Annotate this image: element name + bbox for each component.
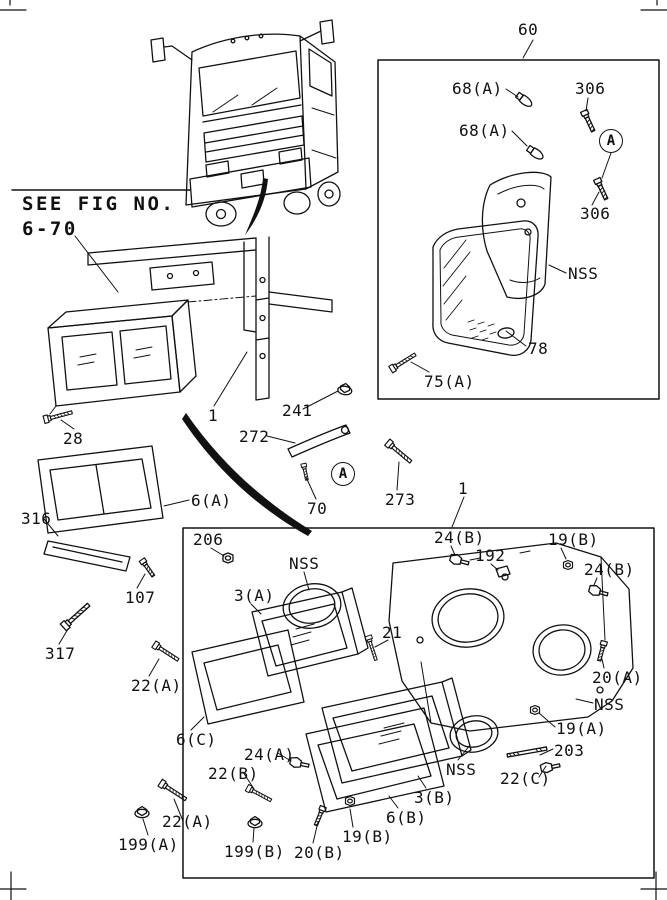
part-label: 1	[208, 406, 219, 425]
see-fig-line1: SEE FIG NO.	[22, 193, 176, 215]
part-label: NSS	[289, 554, 320, 573]
part-label: 1	[458, 479, 469, 498]
part-label: 19(B)	[342, 827, 393, 846]
part-label: 206	[193, 530, 224, 549]
part-label: 192	[475, 546, 506, 565]
part-label: 317	[45, 644, 76, 663]
part-label: 24(B)	[434, 528, 485, 547]
part-label: 306	[580, 204, 611, 223]
part-label: 78	[528, 339, 549, 358]
part-label: 272	[239, 427, 270, 446]
see-fig-line2: 6-70	[22, 217, 78, 240]
part-label: 70	[307, 499, 328, 518]
callout-a-badge: A	[599, 129, 623, 153]
part-label: 19(B)	[548, 530, 599, 549]
part-label: 203	[554, 741, 585, 760]
part-label: NSS	[568, 264, 599, 283]
part-label: 60	[518, 20, 539, 39]
callout-a-badge: A	[331, 462, 355, 486]
part-label: 6(C)	[176, 730, 217, 749]
part-label: 22(A)	[162, 812, 213, 831]
part-label: 75(A)	[424, 372, 475, 391]
part-label: 6(B)	[386, 808, 427, 827]
see-fig-note: SEE FIG NO. 6-70	[22, 192, 175, 241]
part-label: 6(A)	[191, 491, 232, 510]
part-label: 24(B)	[584, 560, 635, 579]
corner-lamp-inset	[377, 59, 660, 400]
pointer-swooshes	[182, 178, 312, 536]
part-label: NSS	[594, 695, 625, 714]
part-label: 68(A)	[452, 79, 503, 98]
part-label: 107	[125, 588, 156, 607]
frame-illustration	[11, 189, 414, 632]
part-label: 3(A)	[234, 586, 275, 605]
part-label: 20(A)	[592, 668, 643, 687]
part-label: 28	[63, 429, 84, 448]
part-label: 24(A)	[244, 745, 295, 764]
part-label: 273	[385, 490, 416, 509]
part-label: 22(C)	[500, 769, 551, 788]
part-label: 199(A)	[118, 835, 179, 854]
part-label: 22(B)	[208, 764, 259, 783]
part-label: 199(B)	[224, 842, 285, 861]
headlamp-assembly-box	[134, 527, 655, 879]
part-label: 306	[575, 79, 606, 98]
part-label: 68(A)	[459, 121, 510, 140]
part-label: 21	[382, 623, 403, 642]
part-label: 316	[21, 509, 52, 528]
part-label: 20(B)	[294, 843, 345, 862]
truck-illustration	[150, 19, 341, 227]
part-label: 241	[282, 401, 313, 420]
part-label: 19(A)	[556, 719, 607, 738]
part-label: NSS	[446, 760, 477, 779]
part-label: 3(B)	[414, 788, 455, 807]
leader-lines	[43, 39, 612, 844]
part-label: 22(A)	[131, 676, 182, 695]
